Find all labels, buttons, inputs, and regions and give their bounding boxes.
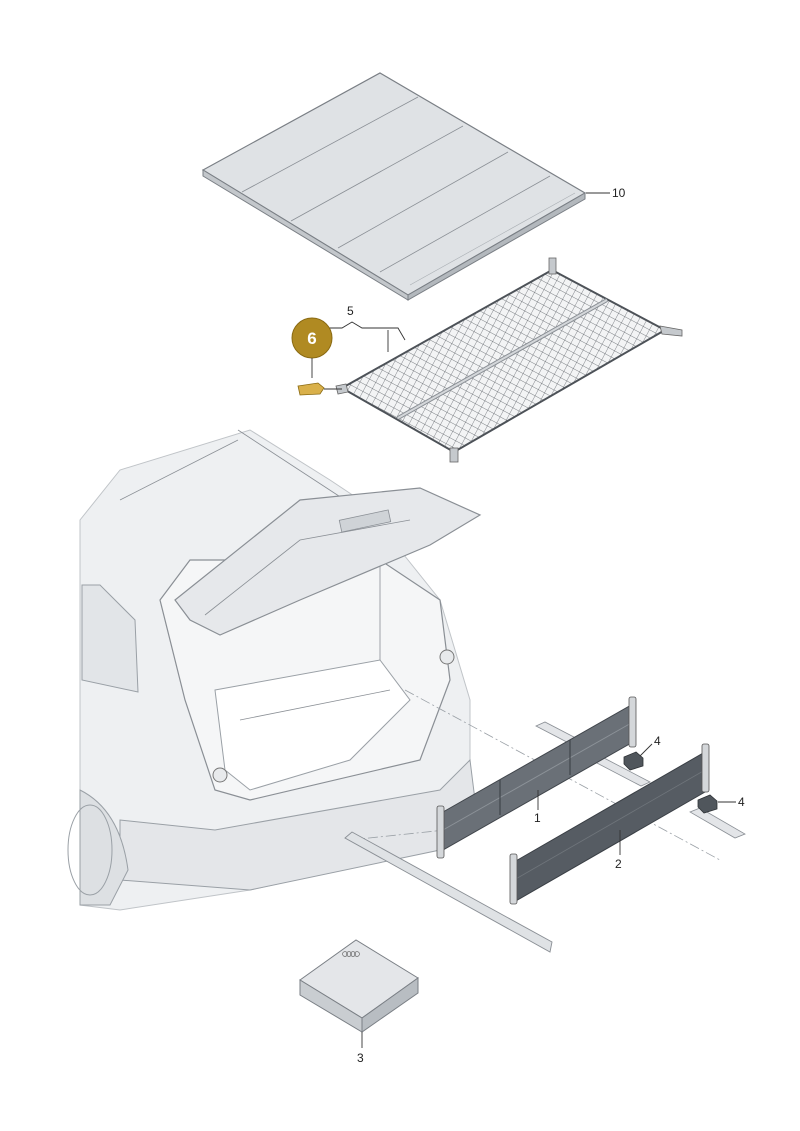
cargo-net-part-5[interactable] [330,257,683,463]
callout-label-10[interactable]: 10 [612,186,626,200]
callout-label-3[interactable]: 3 [357,1051,364,1065]
clip-part-icon[interactable] [297,382,342,396]
callout-label-4a[interactable]: 4 [654,734,661,748]
badge-label-6: 6 [307,329,316,348]
callout-label-5[interactable]: 5 [347,304,354,318]
highlight-badge-6[interactable]: 6 [291,317,333,359]
install-line-b [349,829,446,841]
callout-label-4b[interactable]: 4 [738,795,745,809]
leader-line-4a [639,743,653,757]
storage-box-part-3[interactable] [299,939,419,1033]
callout-label-1[interactable]: 1 [534,811,541,825]
bracket-part-4-right[interactable] [697,794,718,814]
brand-rings-icon [342,951,360,957]
callout-label-2[interactable]: 2 [615,857,622,871]
floor-panel-part-10[interactable] [201,72,587,301]
bracket-part-4-left[interactable] [623,751,644,771]
guide-rail-long [344,831,553,953]
guide-rail-short-right [689,807,746,839]
partition-net-part-1[interactable] [436,696,637,859]
partition-net-part-2[interactable] [509,743,710,905]
vehicle-rear-illustration [67,429,482,911]
install-line-a [404,689,721,861]
